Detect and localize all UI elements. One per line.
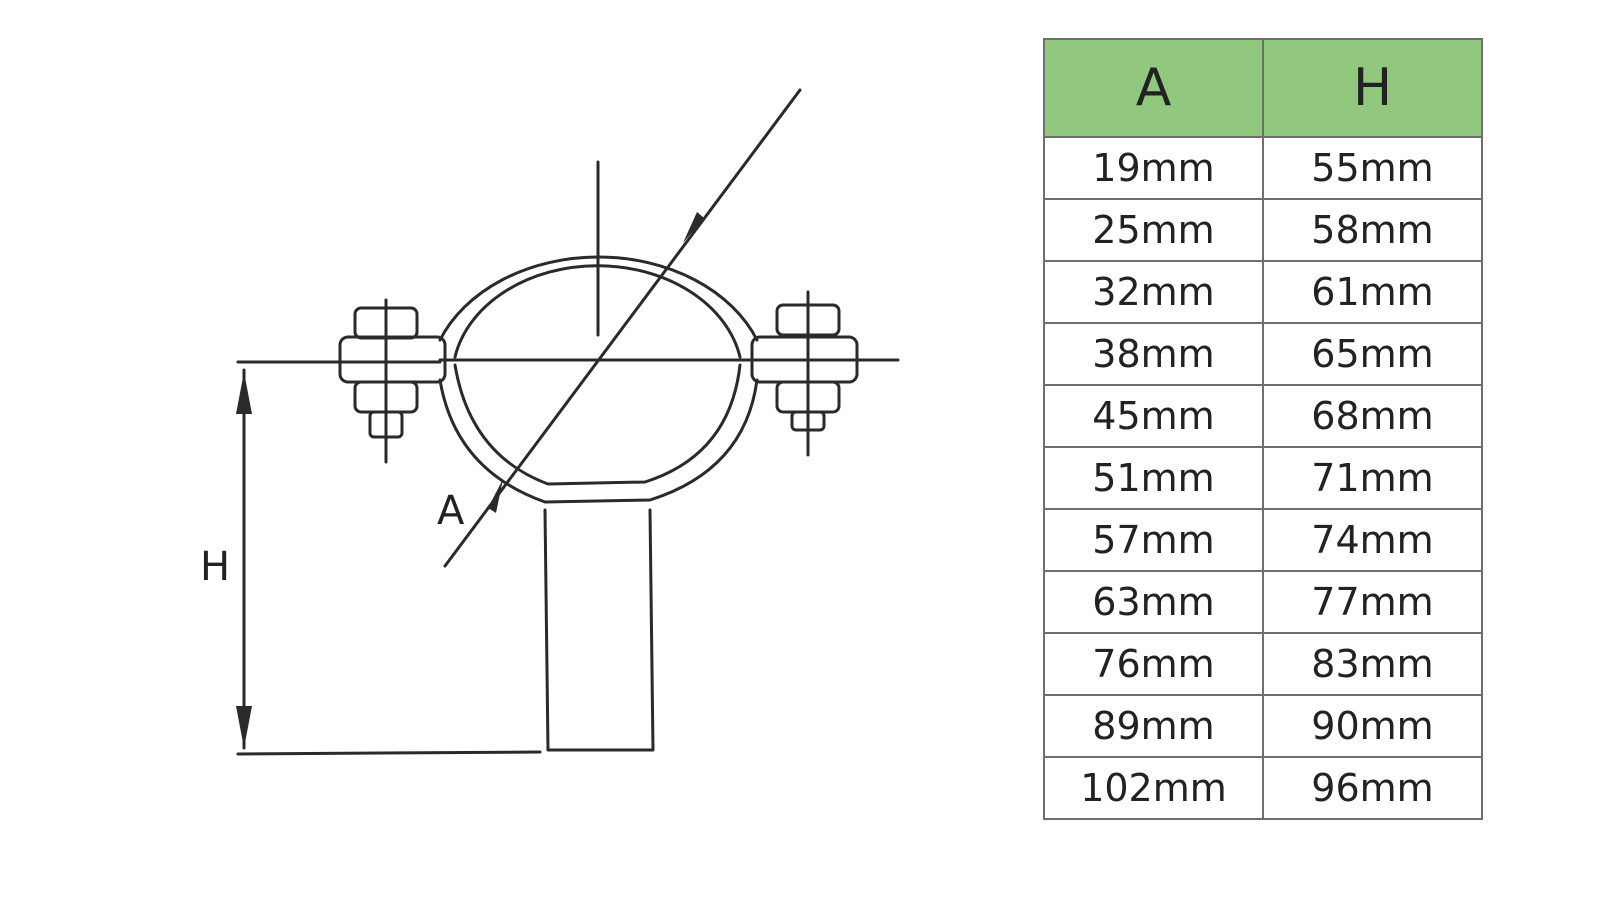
cell-a: 25mm — [1043, 198, 1264, 262]
cell-h: 68mm — [1262, 384, 1483, 448]
cell-h: 96mm — [1262, 756, 1483, 820]
height-bottom-extension — [236, 750, 542, 756]
cell-h: 77mm — [1262, 570, 1483, 634]
cell-h: 55mm — [1262, 136, 1483, 200]
cell-a: 19mm — [1043, 136, 1264, 200]
diameter-arrow-top — [683, 212, 704, 243]
height-arrow-top — [236, 372, 252, 414]
cell-a: 102mm — [1043, 756, 1264, 820]
support-stem — [543, 508, 655, 752]
clamp-band-outer — [438, 255, 759, 342]
cell-h: 90mm — [1262, 694, 1483, 758]
diameter-dimension-line — [443, 88, 802, 568]
table-header-row: A H — [1043, 38, 1483, 138]
cell-a: 51mm — [1043, 446, 1264, 510]
column-header-a: A — [1043, 38, 1264, 138]
clamp-band-lower-outer — [438, 378, 759, 504]
cell-a: 76mm — [1043, 632, 1264, 696]
cell-a: 32mm — [1043, 260, 1264, 324]
height-arrow-bottom — [236, 706, 252, 748]
cell-h: 83mm — [1262, 632, 1483, 696]
cell-a: 45mm — [1043, 384, 1264, 448]
cell-h: 58mm — [1262, 198, 1483, 262]
cell-a: 63mm — [1043, 570, 1264, 634]
left-flange — [338, 335, 447, 384]
pipe-clamp-diagram: A H — [200, 88, 900, 756]
clamp-drawing: A H — [200, 88, 900, 756]
cell-a: 89mm — [1043, 694, 1264, 758]
diameter-label: A — [437, 488, 465, 534]
column-header-h: H — [1262, 38, 1483, 138]
cell-a: 38mm — [1043, 322, 1264, 386]
diameter-arrow-bottom — [488, 479, 503, 513]
cell-h: 71mm — [1262, 446, 1483, 510]
cell-h: 61mm — [1262, 260, 1483, 324]
height-label: H — [200, 544, 230, 590]
cell-h: 74mm — [1262, 508, 1483, 572]
clamp-band-inner — [453, 264, 742, 359]
cell-h: 65mm — [1262, 322, 1483, 386]
cell-a: 57mm — [1043, 508, 1264, 572]
clamp-band-lower-inner — [453, 363, 742, 486]
